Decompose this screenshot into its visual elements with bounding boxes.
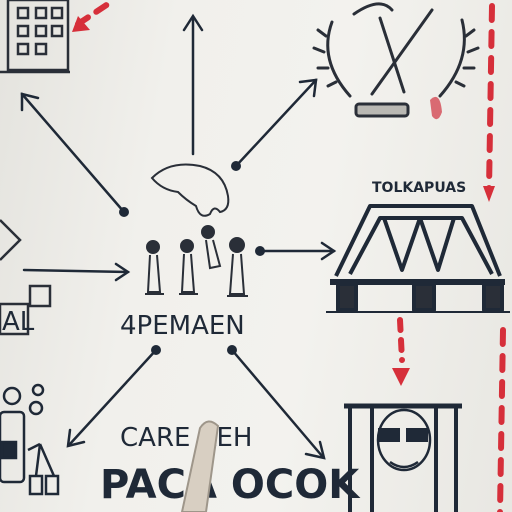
- red-arrowhead: [483, 186, 495, 202]
- emblem-sketch: [312, 2, 480, 118]
- red-dashed-connector: [75, 1, 506, 512]
- building-sketch: [0, 0, 70, 74]
- wooden-stick: [180, 420, 220, 512]
- red-mark: [430, 96, 442, 120]
- red-arrowhead: [392, 368, 410, 386]
- arrowheads: [20, 13, 337, 460]
- red-arrowhead: [72, 16, 90, 32]
- bridge-sketch: [326, 204, 510, 313]
- bottom-line2: PACA OCOK: [100, 462, 361, 508]
- bottom-line1: CARE AEH: [120, 423, 252, 453]
- arrow-connectors: [20, 16, 336, 458]
- jail-sketch: [344, 403, 462, 512]
- left-partial-label: AL: [2, 307, 35, 337]
- hand-sketch: [150, 163, 230, 217]
- robot-sketch: [0, 383, 60, 496]
- pawn-pieces: [145, 225, 248, 297]
- bridge-label: TOLKAPUAS: [372, 180, 466, 196]
- center-label: 4PEMAEN: [120, 311, 245, 341]
- arrow-endpoints: [119, 161, 265, 355]
- left-panel-sketch: [0, 219, 52, 336]
